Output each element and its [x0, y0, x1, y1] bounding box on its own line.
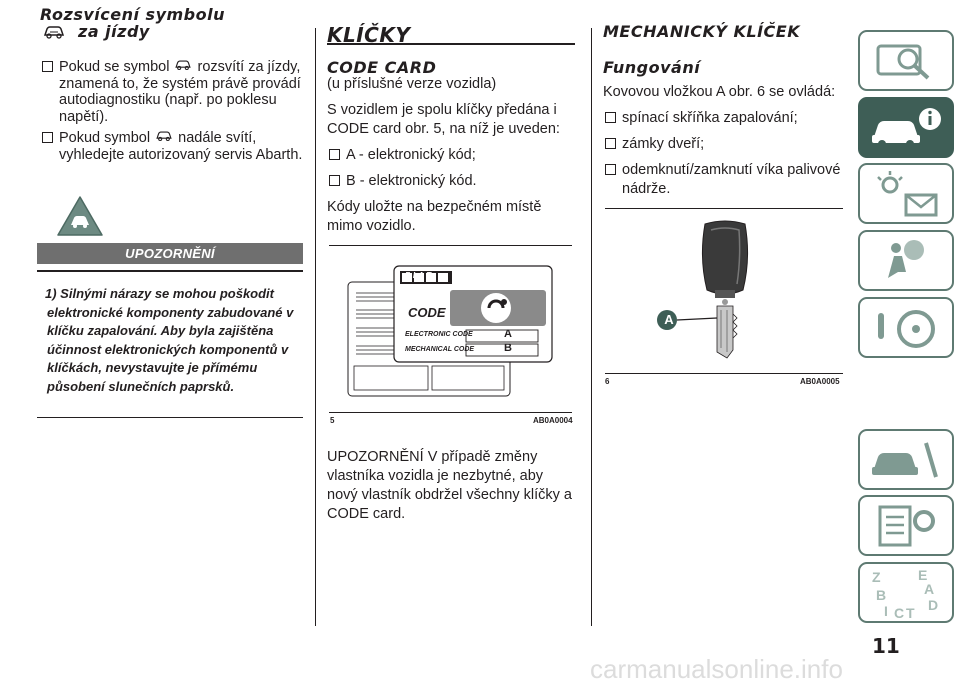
figure-rule-top — [605, 208, 843, 209]
bullet-checkbox-icon — [605, 112, 616, 123]
warning-divider — [37, 270, 303, 272]
bullet-text: B - elektronický kód. — [346, 173, 477, 189]
bullet-text: A - elektronický kód; — [346, 147, 476, 163]
svg-text:I: I — [884, 603, 888, 619]
figure-code: AB0A0004 — [533, 416, 573, 425]
section-title-line2-row: za jízdy — [40, 23, 225, 40]
tab-dashboard[interactable] — [858, 30, 954, 91]
tab-warning-lights[interactable] — [858, 163, 954, 224]
list-item: Pokud se symbol rozsvítí za jízdy, zname… — [40, 58, 306, 125]
svg-text:Z: Z — [872, 569, 881, 585]
safety-airbag-icon — [888, 240, 924, 278]
list-item: Pokud symbol nadále svítí, vyhledejte au… — [40, 129, 306, 163]
bullet-text: Pokud symbol — [59, 130, 151, 146]
figure-code: AB0A0005 — [800, 377, 840, 386]
list-item: odemknutí/zamknutí víka palivové nádrže. — [603, 161, 843, 199]
subsection-title: Fungování — [603, 58, 701, 77]
card-code-b: B — [504, 342, 512, 354]
card-code-a: A — [504, 328, 512, 340]
paragraph: Kódy uložte na bezpečném místě mimo vozi… — [327, 199, 542, 234]
car-warning-icon — [43, 26, 65, 39]
bullet-text-cont: nadále svítí, — [178, 130, 257, 146]
svg-text:A: A — [924, 581, 934, 597]
card-mechanical-label: MECHANICAL CODE — [405, 346, 475, 353]
paragraph: S vozidlem je spolu klíčky předána i COD… — [327, 102, 560, 137]
svg-text:T: T — [906, 605, 915, 621]
tab-safety[interactable] — [858, 230, 954, 291]
bullet-list-1: Pokud se symbol rozsvítí za jízdy, zname… — [40, 58, 306, 163]
callout-label: A — [664, 312, 674, 327]
figure-rule-bottom — [329, 412, 572, 413]
bullet-checkbox-icon — [329, 149, 340, 160]
card-electronic-label: ELECTRONIC CODE — [405, 331, 473, 338]
section-title: MECHANICKÝ KLÍČEK — [603, 22, 801, 41]
tab-starting-driving[interactable] — [858, 297, 954, 358]
paragraph: (u příslušné verze vozidla) — [327, 76, 497, 92]
bullet-checkbox-icon — [42, 61, 53, 72]
maintenance-gear-icon — [878, 505, 935, 547]
column-divider — [591, 28, 592, 626]
code-card-illustration — [347, 265, 553, 397]
figure-rule-bottom — [605, 373, 843, 374]
section-title-rule — [327, 43, 575, 45]
bullet-checkbox-icon — [42, 132, 53, 143]
car-warning-icon — [175, 60, 192, 70]
tab-knowing-car[interactable] — [858, 97, 954, 158]
bullet-text: spínací skříňka zapalování; — [622, 110, 798, 126]
warning-lights-icon — [877, 171, 938, 217]
subsection-title: CODE CARD — [327, 58, 437, 77]
svg-text:E: E — [918, 567, 927, 583]
card-brand: FIAT — [405, 271, 435, 280]
section-title-line1: Rozsvícení symbolu — [40, 5, 225, 24]
figure-number: 5 — [330, 416, 335, 425]
bullet-text: Pokud se symbol — [59, 59, 170, 75]
col3-text: Kovovou vložkou A obr. 6 se ovládá: spín… — [603, 83, 843, 199]
figure-number: 6 — [605, 377, 610, 386]
car-warning-icon — [156, 131, 172, 141]
col2-note: UPOZORNĚNÍ V případě změny vlastníka voz… — [327, 449, 572, 522]
bullet-text-rest: vyhledejte autorizovaný servis Abarth. — [59, 146, 303, 163]
bullet-text-rest: jízdy, znamená to, že systém právě prová… — [59, 59, 301, 125]
steering-wheel-icon — [878, 310, 935, 348]
car-wrench-icon — [872, 442, 938, 478]
tab-emergency[interactable] — [858, 429, 954, 490]
car-info-icon — [872, 108, 941, 148]
list-item: zámky dveří; — [603, 135, 843, 154]
warning-text: 1) Silnými nárazy se mohou poškodit elek… — [45, 286, 294, 394]
watermark: carmanualsonline.info — [590, 654, 843, 684]
paragraph: Kovovou vložkou A obr. 6 se ovládá: — [603, 84, 836, 100]
warning-triangle-icon — [57, 196, 103, 236]
bullet-text-cont: rozsvítí za — [197, 59, 264, 75]
svg-text:D: D — [928, 597, 938, 613]
dashboard-search-icon — [876, 44, 930, 80]
bullet-checkbox-icon — [329, 175, 340, 186]
tab-maintenance[interactable] — [858, 495, 954, 556]
section-title: Rozsvícení symbolu za jízdy — [40, 6, 225, 40]
section-title-line2: za jízdy — [78, 22, 150, 41]
warning-box: UPOZORNĚNÍ 1) Silnými nárazy se mohou po… — [37, 243, 303, 418]
bullet-checkbox-icon — [605, 138, 616, 149]
figure-rule-top — [329, 245, 572, 246]
column-divider — [315, 28, 316, 626]
card-code-label: CODE — [408, 305, 446, 320]
col2-text: (u příslušné verze vozidla) S vozidlem j… — [327, 75, 577, 236]
mechanical-key-illustration — [657, 220, 749, 359]
bullet-text: odemknutí/zamknutí víka palivové nádrže. — [622, 162, 841, 197]
bullet-checkbox-icon — [605, 164, 616, 175]
warning-header: UPOZORNĚNÍ — [37, 243, 303, 264]
list-item: spínací skříňka zapalování; — [603, 109, 843, 128]
list-item: A - elektronický kód; — [327, 146, 577, 165]
list-item: B - elektronický kód. — [327, 172, 577, 191]
bullet-text: zámky dveří; — [622, 136, 705, 152]
svg-text:C: C — [894, 605, 904, 621]
svg-text:B: B — [876, 587, 886, 603]
page-number: 11 — [872, 634, 900, 658]
